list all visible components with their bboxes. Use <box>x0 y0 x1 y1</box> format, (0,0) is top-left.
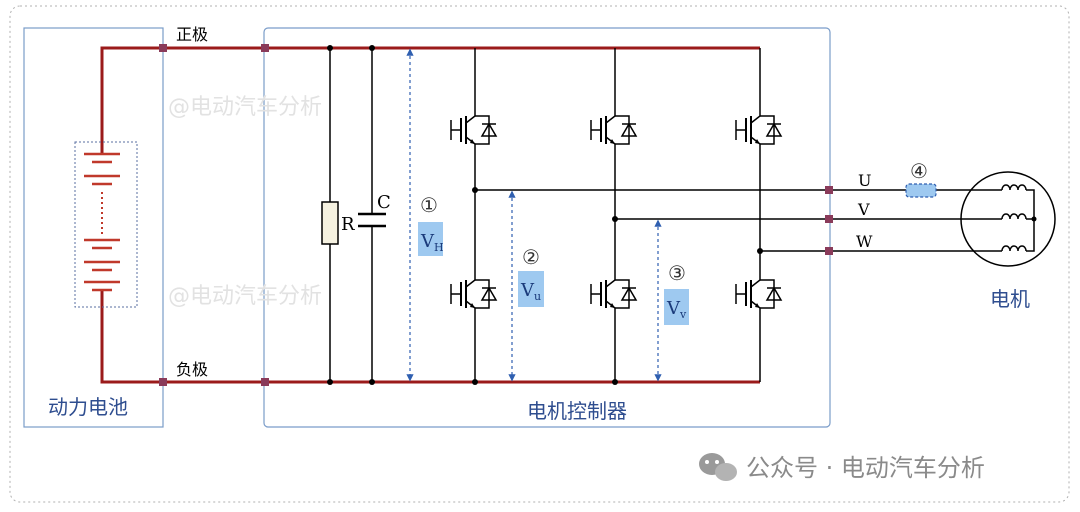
phase-w-label: W <box>856 232 873 251</box>
resistor-label: R <box>341 214 355 235</box>
motor-windings <box>962 184 1035 252</box>
negative-terminal-label: 负极 <box>176 360 208 379</box>
igbt-u-upper <box>450 107 497 153</box>
battery-label: 动力电池 <box>48 395 128 419</box>
phase-junctions <box>825 186 833 255</box>
vh-highlight <box>418 222 443 256</box>
igbt-w-lower <box>735 271 782 317</box>
vv-label: Vv <box>666 298 687 321</box>
motor-circle <box>960 171 1056 267</box>
capacitor-label: C <box>377 192 391 213</box>
watermark-top: @电动汽车分析 <box>168 95 322 120</box>
positive-terminal-label: 正极 <box>176 25 208 44</box>
battery-negative-wire <box>100 290 163 384</box>
footer-account: 公众号 · 电动汽车分析 <box>746 454 985 482</box>
marker-4: ④ <box>910 159 928 183</box>
phase-cable-element <box>905 183 937 198</box>
outer-frame <box>9 5 1070 503</box>
igbt-u-lower <box>450 271 497 317</box>
controller-box <box>263 27 831 428</box>
resistor-r <box>321 201 339 245</box>
vv-highlight <box>664 289 689 325</box>
watermark-middle: @电动汽车分析 <box>168 284 322 309</box>
wechat-icon <box>699 453 737 481</box>
battery-pack-outline <box>74 141 138 308</box>
bus-junctions <box>159 44 269 386</box>
vu-label: Vu <box>520 280 541 303</box>
bridge-legs <box>474 48 761 382</box>
battery-cells <box>84 152 120 292</box>
phase-u-label: U <box>858 171 871 190</box>
vh-label: VH <box>420 231 444 254</box>
marker-3: ③ <box>668 261 686 285</box>
vu-highlight <box>518 271 544 307</box>
igbt-w-upper <box>735 107 782 153</box>
marker-2: ② <box>522 245 540 269</box>
phase-lines <box>475 189 962 252</box>
battery-box <box>23 27 164 428</box>
phase-v-label: V <box>857 200 870 219</box>
motor-label: 电机 <box>990 287 1030 311</box>
battery-positive-wire <box>100 46 163 154</box>
igbt-v-lower <box>590 271 637 317</box>
controller-label: 电机控制器 <box>527 399 627 423</box>
marker-1: ① <box>420 193 438 217</box>
igbt-v-upper <box>590 107 637 153</box>
